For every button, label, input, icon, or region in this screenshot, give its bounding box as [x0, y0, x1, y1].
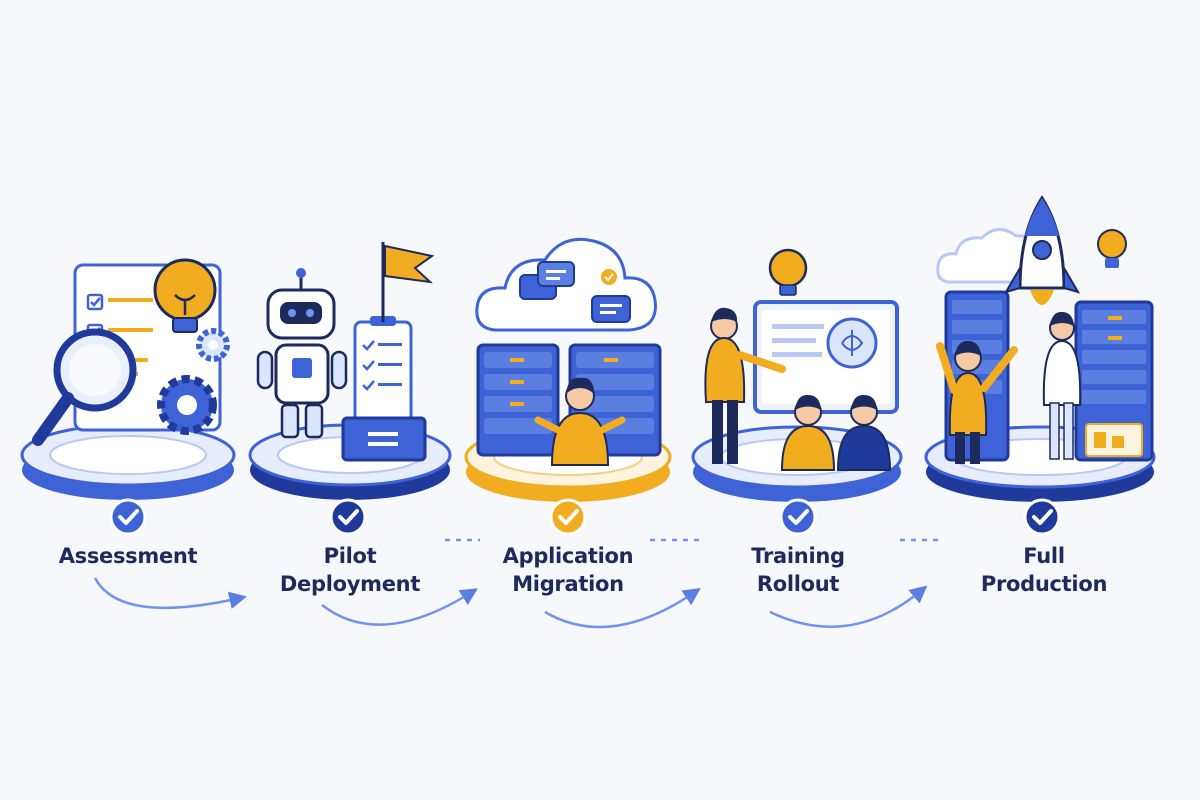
stage-3-illustration [464, 237, 672, 502]
stage-label-2-line1: Pilot [323, 544, 377, 568]
stage-label-2: Pilot Deployment [240, 542, 460, 598]
stage-label-5: Full Production [934, 542, 1154, 598]
stage-5-illustration [924, 195, 1156, 502]
stage-label-3: Application Migration [458, 542, 678, 598]
check-badge-2 [329, 498, 367, 536]
stage-2-illustration [248, 242, 452, 500]
stage-label-5-line1: Full [1023, 544, 1065, 568]
stage-label-4: Training Rollout [688, 542, 908, 598]
assessment-icon [20, 258, 236, 500]
check-badge-4 [779, 498, 817, 536]
full-production-icon [924, 195, 1156, 502]
stage-label-1-line1: Assessment [58, 544, 198, 568]
training-rollout-icon [691, 248, 903, 502]
flow-arrow-3 [544, 588, 701, 629]
stage-label-5-line2: Production [980, 572, 1108, 596]
stage-label-3-line2: Migration [512, 572, 624, 596]
stage-label-2-line2: Deployment [279, 572, 421, 596]
pilot-deployment-icon [248, 242, 452, 500]
stage-label-1: Assessment [18, 542, 238, 570]
stage-label-4-line1: Training [751, 544, 845, 568]
stage-label-3-line1: Application [502, 544, 634, 568]
check-badge-3 [549, 498, 587, 536]
flow-arrow-1 [93, 577, 247, 610]
flow-arrow-2 [321, 588, 478, 626]
stage-4-illustration [691, 248, 903, 502]
check-badge-5 [1023, 498, 1061, 536]
stage-1-illustration [20, 258, 236, 500]
application-migration-icon [464, 237, 672, 502]
flow-arrow-4 [769, 585, 928, 628]
stage-label-4-line2: Rollout [756, 572, 840, 596]
check-badge-1 [109, 498, 147, 536]
